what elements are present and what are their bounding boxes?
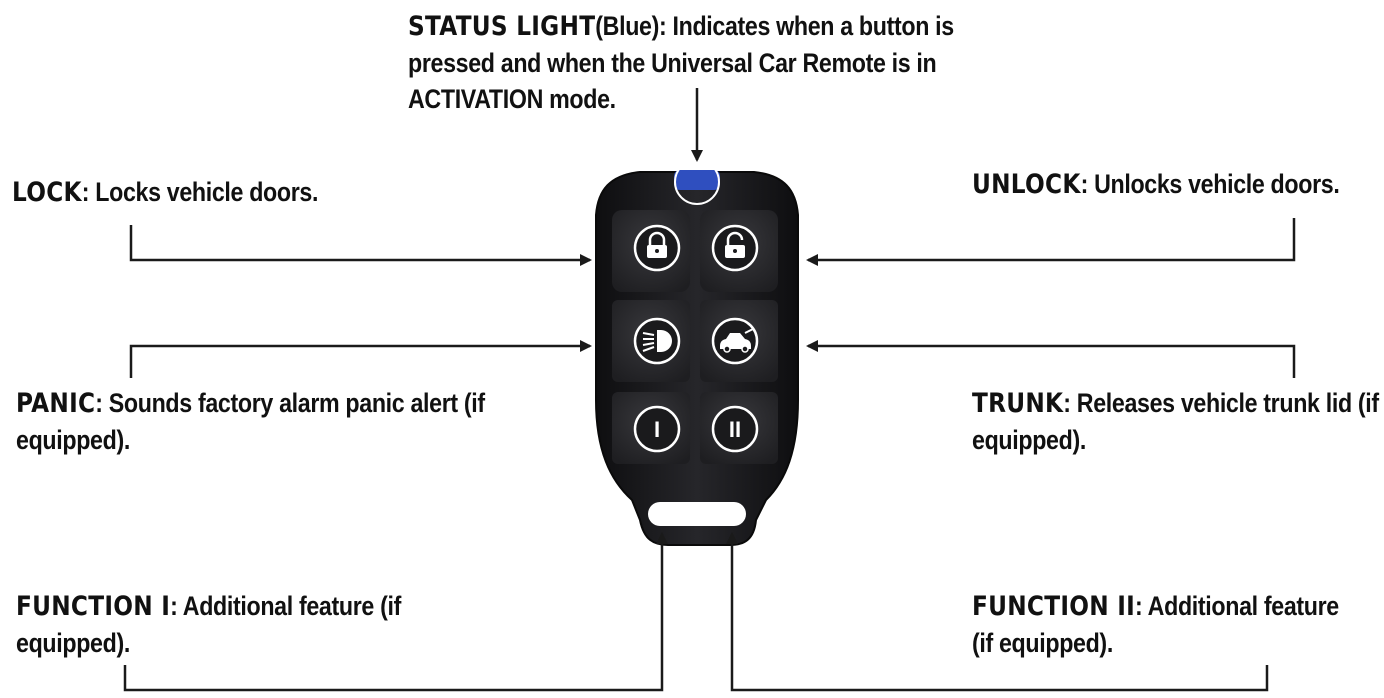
unlock-arrow [806,218,1296,266]
trunk-arrow [806,340,1296,378]
unlock-label: UNLOCK: Unlocks vehicle doors. [972,166,1368,203]
panic-title: PANIC [16,388,96,419]
function-2-description: : Additional feature (if equipped). [972,591,1339,658]
trunk-label: TRUNK: Releases vehicle trunk lid (if eq… [972,385,1384,458]
function-1-description: : Additional feature (if equipped). [16,591,401,658]
lock-icon [647,231,667,258]
status-light-title: STATUS LIGHT [408,11,596,42]
car-trunk-icon [720,328,754,353]
trunk-title: TRUNK [972,388,1064,419]
panic-label: PANIC: Sounds factory alarm panic alert … [16,385,523,458]
lock-description: : Locks vehicle doors. [81,177,319,207]
function-1-title: FUNCTION I [16,591,171,622]
status-light-color-note: (Blue) [595,11,660,41]
status-light-description: : Indicates when a button is pressed and… [408,11,954,114]
panic-description: : Sounds factory alarm panic alert (if e… [16,388,485,455]
unlock-icon [725,231,745,258]
status-light-label: STATUS LIGHT(Blue): Indicates when a but… [408,8,1044,117]
function-2-button[interactable]: II [711,405,759,453]
lock-label: LOCK: Locks vehicle doors. [12,174,459,211]
trunk-description: : Releases vehicle trunk lid (if equippe… [972,388,1379,455]
lock-button[interactable] [633,224,681,272]
trunk-button[interactable] [711,317,759,365]
unlock-description: : Unlocks vehicle doors. [1080,169,1340,199]
function-2-label: FUNCTION II: Additional feature (if equi… [972,588,1350,661]
function-2-title: FUNCTION II [972,591,1136,622]
unlock-button[interactable] [711,224,759,272]
lock-arrow [129,225,592,266]
lock-title: LOCK [12,177,82,208]
status-light-icon [674,170,720,190]
panic-arrow [129,340,592,378]
function-1-button[interactable]: I [633,405,681,453]
function-1-arrow [123,532,668,692]
function-2-arrow [726,532,1269,692]
unlock-title: UNLOCK [972,169,1081,200]
function-1-glyph: I [654,417,660,442]
panic-button[interactable] [633,317,681,365]
headlight-icon [642,330,672,352]
function-2-glyph: II [729,417,741,442]
function-1-label: FUNCTION I: Additional feature (if equip… [16,588,511,661]
keyring-hole [648,502,746,526]
